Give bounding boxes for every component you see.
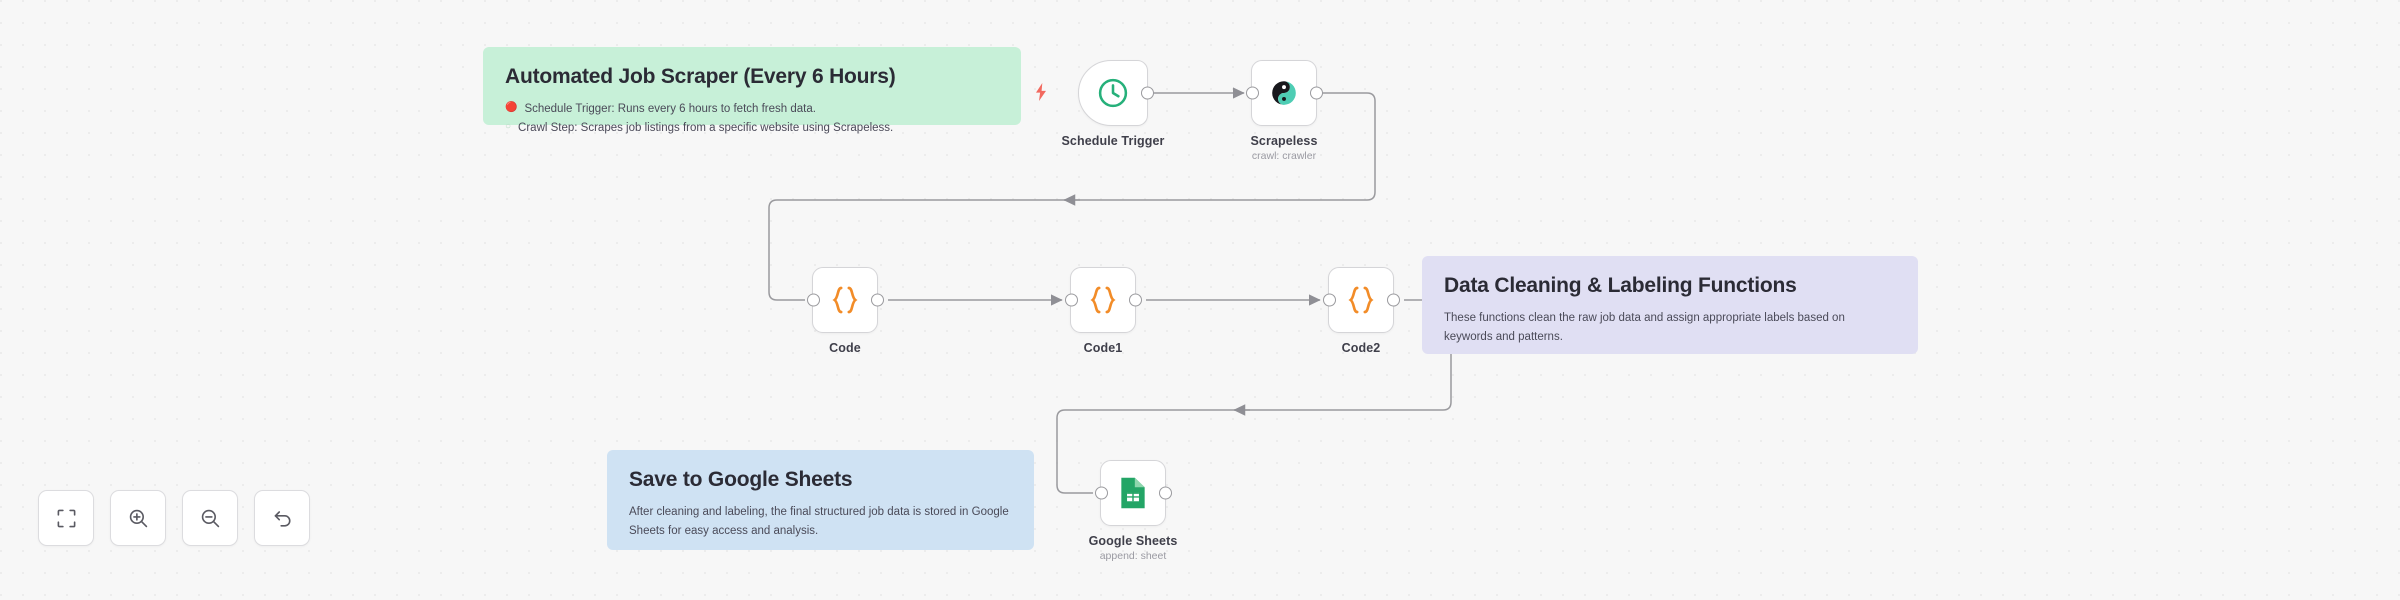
zoom-out-icon: [201, 509, 219, 527]
canvas-toolbar[interactable]: [38, 490, 310, 546]
zoom-out-button[interactable]: [182, 490, 238, 546]
scrapeless-icon: [1272, 81, 1296, 105]
input-port[interactable]: [1245, 86, 1259, 100]
node-label: Code: [829, 341, 861, 355]
output-port[interactable]: [1309, 86, 1323, 100]
node-code[interactable]: [806, 267, 884, 333]
sticky-note-body: These functions clean the raw job data a…: [1444, 312, 1845, 343]
node-label: Scrapeless: [1250, 134, 1318, 148]
sticky-note-body: 🔴 Schedule Trigger: Runs every 6 hours t…: [505, 100, 999, 137]
sticky-note-sheets[interactable]: Save to Google Sheets After cleaning and…: [607, 450, 1034, 550]
output-port[interactable]: [1140, 86, 1154, 100]
bullet-marker-icon: 🔴: [505, 102, 518, 114]
input-port[interactable]: [806, 293, 820, 307]
node-label: Code2: [1341, 341, 1381, 355]
node-code2[interactable]: [1322, 267, 1400, 333]
node-caption-code: Code: [829, 341, 861, 355]
node-label: Code1: [1083, 341, 1123, 355]
node-caption-google-sheets: Google Sheets append: sheet: [1089, 534, 1178, 562]
output-port[interactable]: [1158, 486, 1172, 500]
sticky-note-title: Data Cleaning & Labeling Functions: [1444, 274, 1797, 297]
output-port[interactable]: [1128, 293, 1142, 307]
output-port[interactable]: [1386, 293, 1400, 307]
node-sublabel: crawl: crawler: [1251, 150, 1317, 162]
sticky-note-scraper[interactable]: Automated Job Scraper (Every 6 Hours) 🔴 …: [483, 47, 1021, 134]
node-caption-code1: Code1: [1084, 341, 1123, 355]
input-port[interactable]: [1094, 486, 1108, 500]
fit-to-view-icon: [57, 509, 75, 527]
node-caption-schedule-trigger: Schedule Trigger: [1061, 134, 1164, 148]
undo-arrow-icon: [274, 510, 290, 527]
input-port[interactable]: [1322, 293, 1336, 307]
code-braces-icon: [1348, 286, 1374, 314]
clock-icon: [1098, 78, 1128, 108]
sticky-note-title: Automated Job Scraper (Every 6 Hours): [505, 65, 896, 88]
reset-zoom-button[interactable]: [254, 490, 310, 546]
node-scrapeless[interactable]: [1245, 60, 1323, 126]
node-label: Schedule Trigger: [1061, 134, 1165, 148]
code-braces-icon: [1090, 286, 1116, 314]
node-caption-code2: Code2: [1342, 341, 1381, 355]
google-sheets-icon: [1121, 477, 1145, 509]
zoom-in-icon: [129, 509, 147, 527]
sticky-note-line-text: Crawl Step: Scrapes job listings from a …: [518, 121, 894, 134]
fit-to-view-button[interactable]: [38, 490, 94, 546]
node-sublabel: append: sheet: [1099, 550, 1167, 562]
sticky-note-line: ○ Crawl Step: Scrapes job listings from …: [505, 119, 999, 138]
lightning-bolt-icon: [1036, 83, 1046, 101]
node-caption-scrapeless: Scrapeless crawl: crawler: [1250, 134, 1317, 162]
input-port[interactable]: [1064, 293, 1078, 307]
output-port[interactable]: [870, 293, 884, 307]
sticky-note-line: 🔴 Schedule Trigger: Runs every 6 hours t…: [505, 100, 999, 119]
sticky-note-line-text: Schedule Trigger: Runs every 6 hours to …: [524, 103, 816, 116]
sticky-note-title: Save to Google Sheets: [629, 468, 853, 491]
bullet-marker-icon: ○: [505, 120, 512, 132]
node-google-sheets[interactable]: [1094, 460, 1172, 526]
sticky-note-cleaning[interactable]: Data Cleaning & Labeling Functions These…: [1422, 256, 1918, 354]
zoom-in-button[interactable]: [110, 490, 166, 546]
node-schedule-trigger[interactable]: [1078, 60, 1154, 126]
node-label: Google Sheets: [1088, 534, 1178, 548]
sticky-note-body: After cleaning and labeling, the final s…: [629, 506, 1009, 537]
code-braces-icon: [832, 286, 858, 314]
node-code1[interactable]: [1064, 267, 1142, 333]
